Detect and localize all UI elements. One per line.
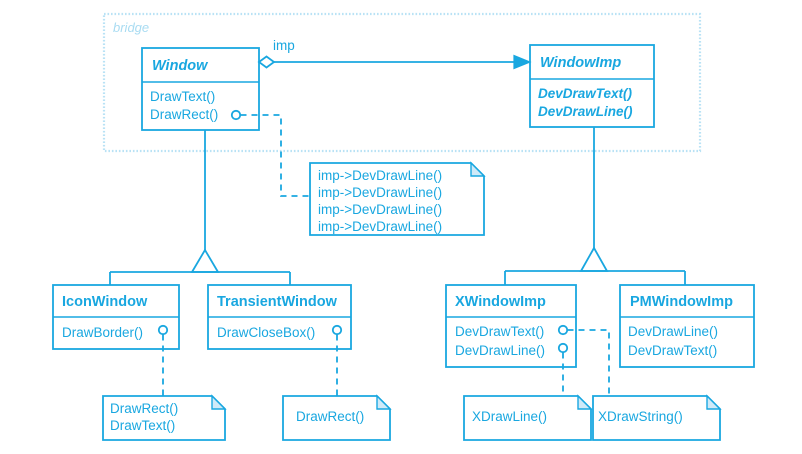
package-label: bridge — [113, 20, 149, 35]
association-role-label-imp: imp — [273, 38, 295, 53]
class-pmwindowimp-operation-0: DevDrawLine() — [628, 324, 718, 339]
note-iconwindow-drawborder: DrawRect() DrawText() — [102, 394, 227, 441]
operation-anchor-xwindowimp-devdrawline-icon — [557, 342, 569, 354]
generalization-triangle-windowimp-icon — [579, 246, 609, 272]
class-box-windowimp[interactable] — [529, 44, 655, 128]
note-xwindowimp-devdrawtext: XDrawString() — [592, 394, 722, 441]
class-window-title: Window — [152, 58, 209, 74]
class-transientwindow-title: TransientWindow — [217, 294, 338, 310]
note-xwindowimp-devdrawtext-line-0: XDrawString() — [598, 409, 683, 424]
class-xwindowimp-operation-0: DevDrawText() — [455, 324, 544, 339]
class-pmwindowimp-operation-1: DevDrawText() — [628, 343, 717, 358]
note-window-drawrect-line-3: imp->DevDrawLine() — [318, 219, 442, 234]
operation-anchor-window-drawrect-icon — [230, 109, 242, 121]
note-iconwindow-line-0: DrawRect() — [110, 401, 178, 416]
note-transientwindow-line-0: DrawRect() — [296, 409, 364, 424]
class-pmwindowimp-title: PMWindowImp — [630, 294, 733, 310]
class-windowimp-title: WindowImp — [540, 55, 621, 71]
class-window-operation-0: DrawText() — [150, 89, 215, 104]
note-transientwindow-drawclosebox: DrawRect() — [282, 394, 392, 441]
operation-anchor-xwindowimp-devdrawtext-icon — [557, 324, 569, 336]
note-iconwindow-line-1: DrawText() — [110, 418, 175, 433]
note-window-drawrect-line-1: imp->DevDrawLine() — [318, 185, 442, 200]
operation-anchor-transientwindow-drawclosebox-icon — [331, 324, 343, 336]
class-windowimp-operation-1: DevDrawLine() — [538, 104, 633, 119]
note-xwindowimp-devdrawline-line-0: XDrawLine() — [472, 409, 547, 424]
note-link-window-drawrect — [240, 114, 310, 197]
note-window-drawrect: imp->DevDrawLine() imp->DevDrawLine() im… — [309, 161, 486, 236]
navigation-arrowhead-icon — [513, 54, 532, 70]
class-window-operation-1: DrawRect() — [150, 107, 218, 122]
class-iconwindow-title: IconWindow — [62, 294, 148, 310]
generalization-triangle-window-icon — [190, 248, 220, 273]
aggregation-diamond-icon — [257, 55, 276, 69]
class-box-pmwindowimp[interactable] — [619, 284, 755, 368]
class-box-xwindowimp[interactable] — [445, 284, 577, 368]
class-transientwindow-operation-0: DrawCloseBox() — [217, 325, 315, 340]
class-windowimp-operation-0: DevDrawText() — [538, 86, 633, 101]
class-iconwindow-operation-0: DrawBorder() — [62, 325, 143, 340]
note-window-drawrect-line-2: imp->DevDrawLine() — [318, 202, 442, 217]
operation-anchor-iconwindow-drawborder-icon — [157, 324, 169, 336]
note-window-drawrect-line-0: imp->DevDrawLine() — [318, 168, 442, 183]
class-xwindowimp-title: XWindowImp — [455, 294, 546, 310]
package-boundary-bridge — [102, 12, 702, 153]
note-xwindowimp-devdrawline: XDrawLine() — [463, 394, 593, 441]
class-xwindowimp-operation-1: DevDrawLine() — [455, 343, 545, 358]
note-link-xwindowimp-devdrawtext — [567, 329, 610, 396]
